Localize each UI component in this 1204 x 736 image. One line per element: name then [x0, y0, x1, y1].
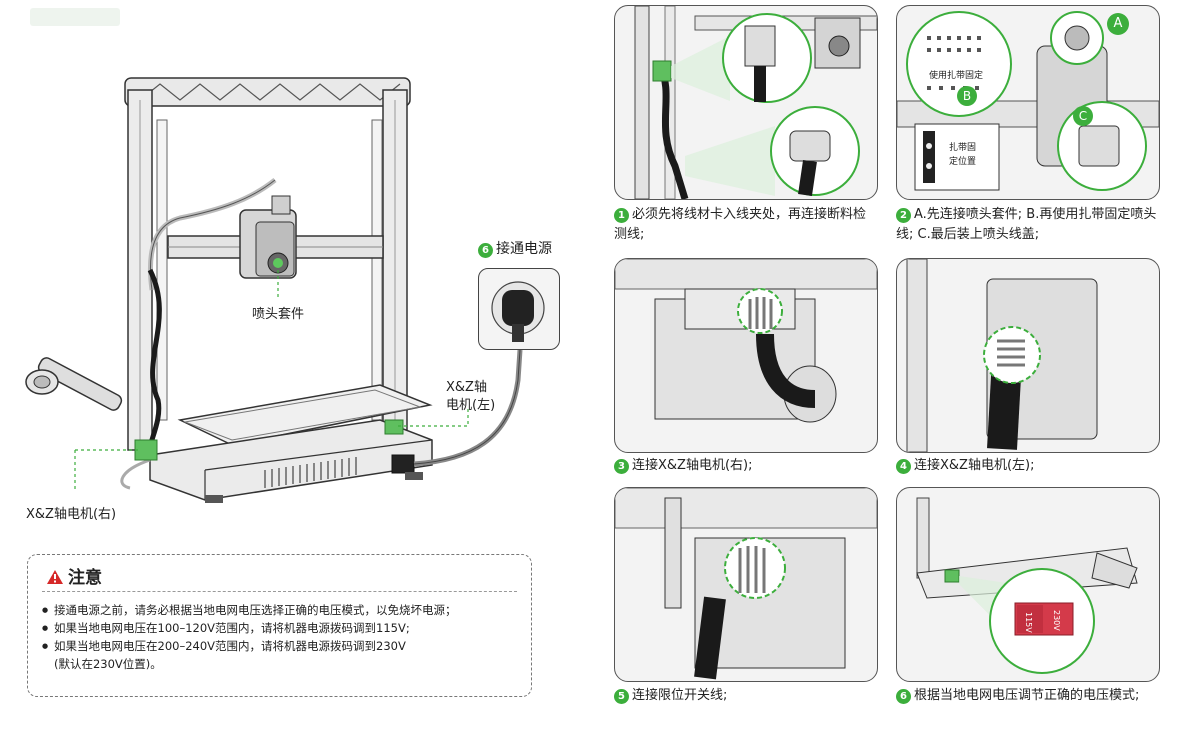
step2-text: A.先连接喷头套件; B.再使用扎带固定喷头线; C.最后装上喷头线盖;	[896, 207, 1157, 242]
label-tie-pos-line2: 定位置	[949, 157, 977, 167]
step3-number: 3	[614, 459, 629, 474]
warning-item: 如果当地电网电压在100–120V范围内，请将机器电源拨码调到115V;	[42, 619, 457, 637]
marker-a: A	[1107, 13, 1129, 35]
step2-image: A B C 使用扎带固定 扎带固 定位置	[896, 5, 1160, 200]
warning-item: 如果当地电网电压在200–240V范围内，请将机器电源拨码调到230V	[42, 637, 457, 655]
step1-number: 1	[614, 208, 629, 223]
step2-number: 2	[896, 208, 911, 223]
printer-illustration	[25, 77, 523, 503]
label-nozzle-kit: 喷头套件	[252, 307, 305, 322]
label-tie-fix: 使用扎带固定	[927, 68, 986, 81]
marker-c: C	[1073, 106, 1093, 126]
warning-box: 注意 接通电源之前，请务必根据当地电网电压选择正确的电压模式，以免烧坏电源； 如…	[27, 554, 532, 697]
voltage-230-text: 230V	[1052, 610, 1061, 631]
warning-divider	[42, 591, 517, 592]
power-plug	[491, 281, 545, 342]
step3-text: 连接X&Z轴电机(右);	[632, 458, 753, 473]
step1-text: 必须先将线材卡入线夹处，再连接断料检测线;	[614, 207, 867, 242]
label-motor-right: X&Z轴电机(右)	[26, 507, 117, 522]
step5-number: 5	[614, 689, 629, 704]
step6-text: 根据当地电网电压调节正确的电压模式;	[914, 688, 1140, 703]
warning-item: 接通电源之前，请务必根据当地电网电压选择正确的电压模式，以免烧坏电源；	[42, 601, 457, 619]
warning-list: 接通电源之前，请务必根据当地电网电压选择正确的电压模式，以免烧坏电源； 如果当地…	[42, 601, 457, 673]
step3-image	[614, 258, 878, 453]
label-tie-pos-line1: 扎带固	[949, 143, 977, 153]
faded-logo	[30, 8, 120, 26]
step4-number: 4	[896, 459, 911, 474]
step1-image	[614, 5, 878, 200]
voltage-115-text: 115V	[1024, 612, 1033, 633]
callout-power-number: 6	[478, 243, 493, 258]
marker-b: B	[957, 86, 977, 106]
warning-triangle-icon	[47, 570, 63, 584]
warning-item-continued: (默认在230V位置)。	[54, 657, 162, 671]
step5-text: 连接限位开关线;	[632, 688, 728, 703]
label-motor-left-line1: X&Z轴	[446, 380, 487, 395]
step4-image	[896, 258, 1160, 453]
step4-text: 连接X&Z轴电机(左);	[914, 458, 1035, 473]
callout-power-text: 接通电源	[496, 241, 552, 257]
label-motor-left-line2: 电机(左)	[446, 398, 496, 413]
step6-image: 115V 230V	[896, 487, 1160, 682]
warning-title-row: 注意	[46, 563, 102, 588]
step6-number: 6	[896, 689, 911, 704]
step5-image	[614, 487, 878, 682]
warning-title: 注意	[68, 568, 102, 588]
